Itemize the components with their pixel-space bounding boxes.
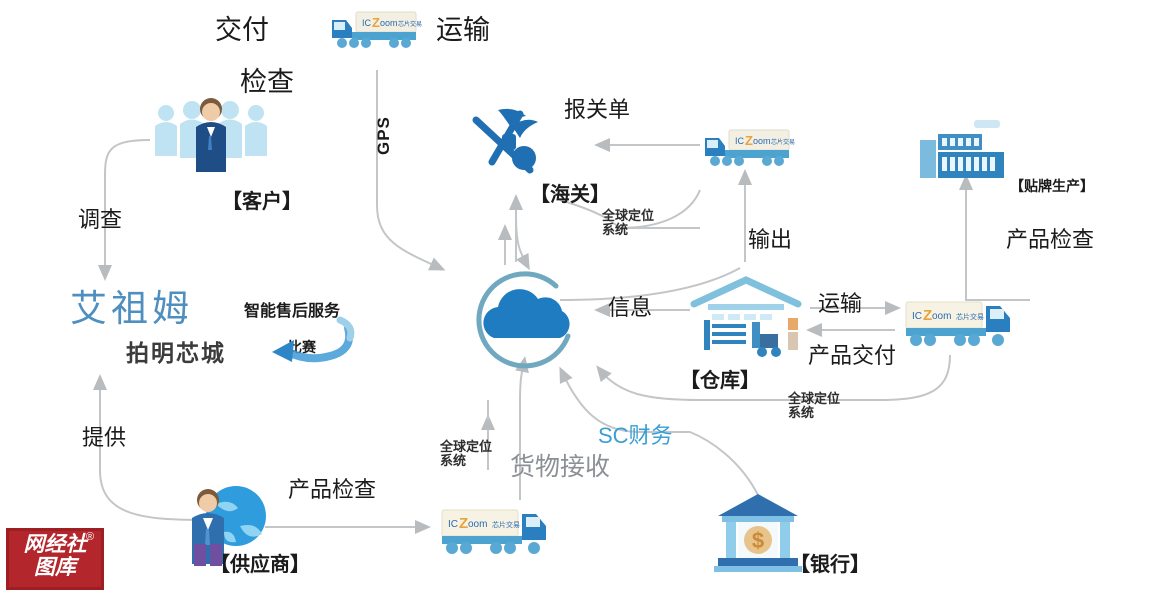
watermark-line1: 网经社: [23, 533, 87, 556]
label-customs-declaration: 报关单: [564, 97, 631, 122]
svg-text:$: $: [752, 528, 764, 553]
cloud-platform-icon: [456, 268, 592, 383]
node-label-supplier: 【供应商】: [210, 554, 310, 576]
svg-text:芯片交易: 芯片交易: [956, 312, 984, 321]
svg-text:Z: Z: [459, 515, 468, 532]
label-gps-warehouse: 全球定位系统: [788, 391, 841, 420]
label-gps-bottom: 全球定位系统: [440, 439, 493, 468]
svg-text:Z: Z: [923, 307, 932, 324]
truck-iczoom-right-icon-bottom: IC Z oom 芯片交易: [434, 504, 554, 565]
svg-text:IC: IC: [912, 311, 922, 322]
svg-text:oom: oom: [753, 136, 771, 146]
label-sc-finance: SC财务: [598, 423, 673, 448]
brand-name-blue: 艾祖姆: [70, 288, 193, 329]
svg-text:oom: oom: [932, 311, 951, 322]
label-gps-customs: 全球定位系统: [602, 208, 655, 237]
after-sales-loop-arrow-icon: [256, 316, 356, 369]
warehouse-forklift-icon: [690, 276, 810, 365]
label-transport-right: 运输: [818, 291, 863, 316]
svg-text:IC: IC: [448, 519, 458, 530]
node-label-bank: 【银行】: [790, 554, 870, 576]
brand-logo: 艾祖姆 拍明芯城: [70, 278, 226, 368]
people-group-icon: [152, 96, 270, 179]
svg-text:oom: oom: [468, 519, 487, 530]
node-label-oem: 【贴牌生产】: [1010, 178, 1094, 194]
label-output: 输出: [748, 227, 793, 252]
truck-iczoom-left-icon: IC Z oom 芯片交易: [330, 8, 426, 57]
truck-iczoom-right-icon: IC Z oom 芯片交易: [898, 296, 1018, 357]
brand-name-dark: 拍明芯城: [126, 340, 226, 366]
svg-text:IC: IC: [362, 18, 372, 28]
label-survey: 调查: [78, 207, 123, 232]
label-transport-top: 运输: [436, 15, 490, 45]
label-goods-receipt: 货物接收: [510, 453, 611, 481]
watermark-registered-icon: ®: [86, 531, 95, 543]
svg-text:IC: IC: [735, 136, 745, 146]
svg-text:oom: oom: [380, 18, 398, 28]
node-label-customs: 【海关】: [530, 184, 610, 206]
factory-icon: [918, 118, 1010, 189]
label-gps-top: GPS: [374, 116, 393, 155]
label-provide: 提供: [82, 425, 127, 450]
label-delivery: 交付: [215, 15, 269, 45]
label-inspection: 检查: [240, 67, 294, 97]
customs-emblem-icon: [468, 100, 554, 191]
node-label-warehouse: 【仓库】: [680, 370, 760, 392]
label-product-check-bottom: 产品检查: [288, 477, 377, 502]
bank-icon: $: [712, 492, 804, 579]
label-product-check-right: 产品检查: [1006, 227, 1095, 252]
truck-iczoom-left-icon-export: IC Z oom 芯片交易: [703, 126, 799, 175]
label-smart-after-sales: 智能售后服务: [244, 303, 341, 320]
label-information: 信息: [608, 295, 653, 320]
watermark-line2: 图库: [34, 555, 76, 579]
label-product-delivery: 产品交付: [808, 343, 897, 368]
svg-text:芯片交易: 芯片交易: [492, 520, 520, 529]
svg-text:芯片交易: 芯片交易: [771, 138, 795, 146]
businessman-globe-icon: [172, 482, 272, 573]
svg-text:Z: Z: [745, 133, 753, 148]
watermark-badge: 网经社 图库: [6, 528, 104, 590]
svg-text:Z: Z: [372, 15, 380, 30]
node-label-customer: 【客户】: [222, 191, 302, 213]
svg-text:芯片交易: 芯片交易: [398, 20, 422, 28]
